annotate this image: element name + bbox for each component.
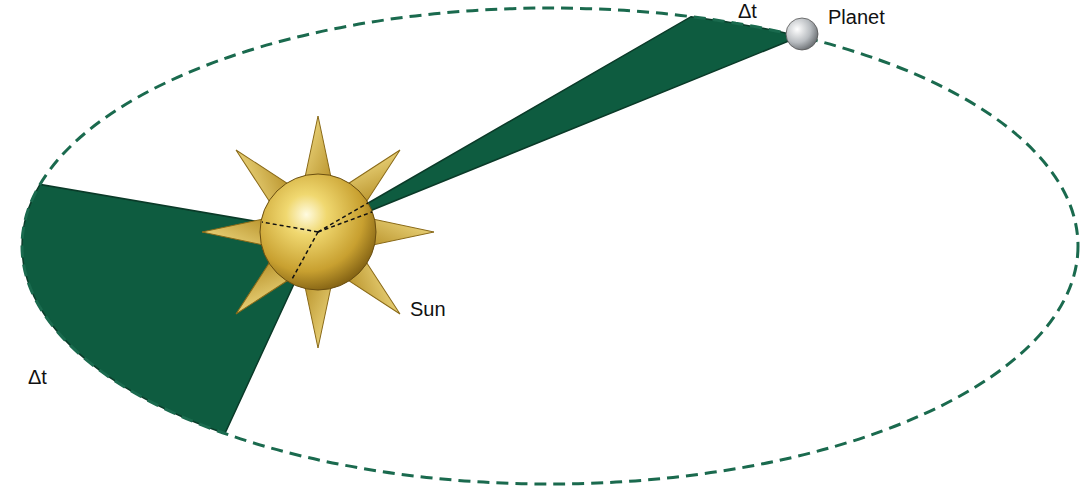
label-text: Sun: [408, 298, 448, 320]
sun-body: [260, 174, 376, 290]
planet-body: [786, 18, 818, 50]
sun-rays: [202, 116, 434, 348]
label-text: Δt: [736, 0, 759, 22]
label-text: Planet: [826, 6, 887, 28]
radius-lines: [262, 203, 372, 281]
swept-area: [318, 17, 800, 232]
label-text: Δt: [26, 366, 49, 388]
orbit-ellipse: [22, 8, 1078, 484]
